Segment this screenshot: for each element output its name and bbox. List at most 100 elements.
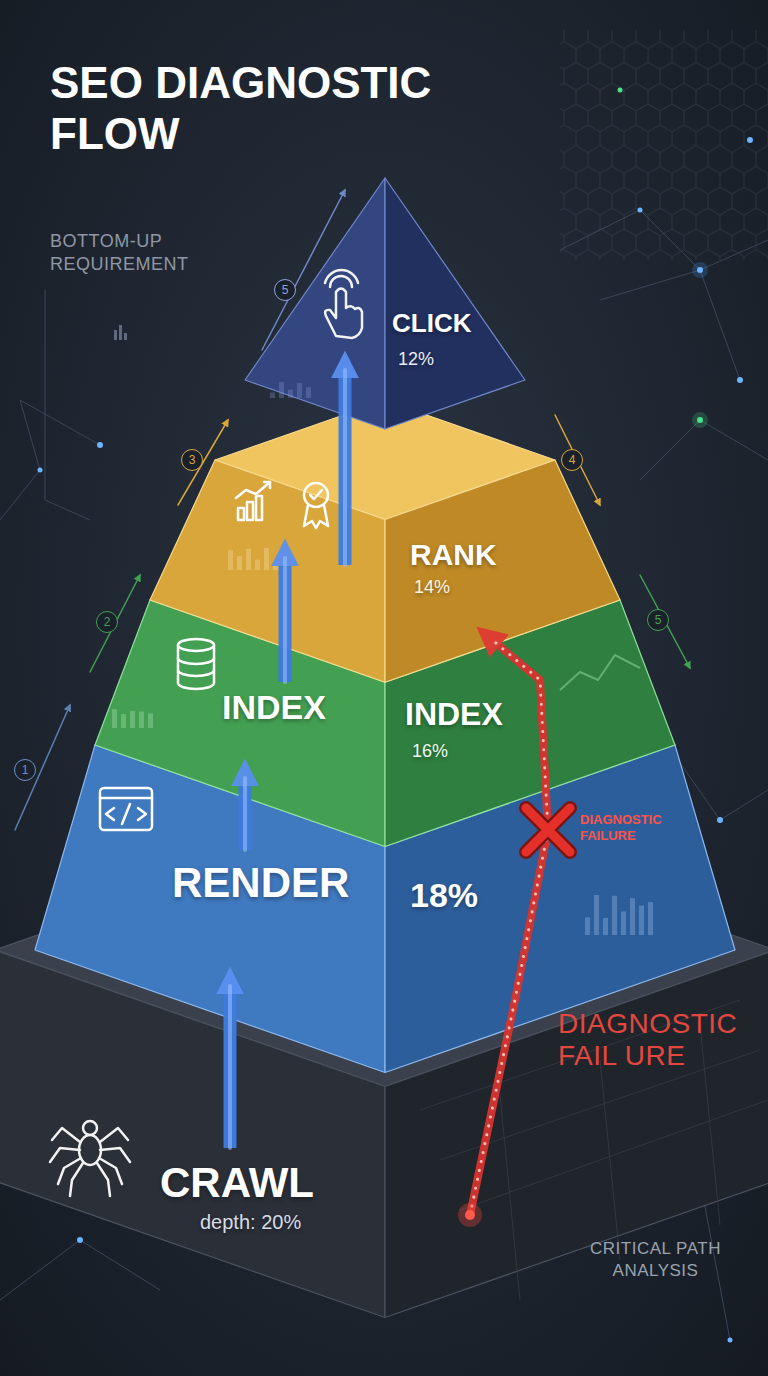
network-dots bbox=[38, 468, 43, 473]
edge-group bbox=[245, 778, 246, 850]
layer-name: RANK bbox=[410, 540, 497, 570]
label-slot: BOTTOM-UP REQUIREMENT bbox=[50, 230, 235, 277]
face-bar bbox=[273, 561, 278, 570]
spider-icon bbox=[50, 1128, 130, 1196]
title: SEO DIAGNOSTIC FLOW bbox=[50, 58, 490, 159]
rank-icons bbox=[304, 483, 328, 507]
arrow-highlight bbox=[228, 986, 232, 1148]
layer-percent: 16% bbox=[412, 742, 448, 760]
callout-leaders bbox=[15, 705, 70, 830]
network-dots bbox=[692, 412, 708, 428]
failure-x bbox=[526, 808, 570, 852]
code-icon bbox=[100, 788, 152, 830]
face-bar bbox=[139, 712, 144, 728]
failure-arrow bbox=[470, 640, 548, 1215]
layer-face bbox=[245, 178, 385, 429]
network-dots bbox=[97, 442, 103, 448]
spider-icon bbox=[50, 1121, 130, 1196]
failure-callout: DIAGNOSTIC FAIL URE bbox=[558, 1008, 763, 1072]
edge-group bbox=[230, 986, 231, 1148]
edge-label: DIAGNOSTIC FAILURE bbox=[580, 812, 692, 843]
click-icon bbox=[325, 270, 362, 338]
callout-number: 5 bbox=[655, 614, 662, 626]
text-slot: RENDER bbox=[172, 862, 349, 904]
face-bar bbox=[612, 896, 617, 935]
rank-icons bbox=[304, 505, 316, 528]
callout-leaders bbox=[640, 575, 690, 668]
network-dots bbox=[692, 262, 708, 278]
callout-number: 2 bbox=[104, 616, 111, 628]
face-bar bbox=[148, 713, 153, 728]
edge-group bbox=[345, 370, 346, 565]
text-slot: INDEX bbox=[222, 690, 326, 724]
rank-icons bbox=[256, 496, 262, 520]
network-lines bbox=[0, 1240, 160, 1300]
face-bar bbox=[112, 709, 117, 728]
face-bar bbox=[237, 556, 242, 570]
database-icon bbox=[178, 670, 214, 676]
callout-number: 3 bbox=[189, 454, 196, 466]
layer-name: CRAWL bbox=[160, 1162, 314, 1204]
layer-icon bbox=[100, 788, 152, 830]
face-bar bbox=[255, 560, 260, 570]
layer-shape bbox=[243, 176, 527, 431]
network-lines bbox=[640, 420, 768, 480]
rank-icons bbox=[236, 482, 270, 498]
text-slot: 12% bbox=[398, 350, 434, 368]
tiny-bars bbox=[114, 330, 117, 340]
failure-x bbox=[526, 808, 570, 852]
network-dots bbox=[737, 377, 743, 383]
network-dots bbox=[697, 417, 703, 423]
arrow-highlight bbox=[343, 370, 347, 565]
code-icon bbox=[122, 804, 130, 824]
code-icon bbox=[100, 788, 152, 830]
callout-circle: 3 bbox=[181, 449, 203, 471]
click-icon bbox=[325, 270, 358, 283]
face-bar bbox=[603, 918, 608, 935]
face-bar bbox=[130, 711, 135, 728]
network-lines bbox=[600, 270, 740, 380]
side-note: BOTTOM-UP REQUIREMENT bbox=[50, 230, 235, 277]
face-bar bbox=[594, 895, 599, 935]
face-bar bbox=[246, 549, 251, 570]
label-slot: DIAGNOSTIC FAIL URE bbox=[558, 1008, 763, 1072]
rank-icons bbox=[238, 508, 244, 520]
click-icon bbox=[330, 276, 352, 287]
layer-percent: 14% bbox=[414, 578, 450, 596]
arrow-dots bbox=[470, 640, 548, 1215]
layer-name: RENDER bbox=[172, 862, 349, 904]
face-bar bbox=[639, 906, 644, 935]
label-slot: CRITICAL PATH ANALYSIS bbox=[568, 1238, 743, 1282]
face-bar bbox=[297, 383, 302, 398]
face-bar bbox=[621, 911, 626, 935]
rank-icons bbox=[264, 482, 270, 488]
text-slot: CRAWL bbox=[160, 1162, 314, 1204]
spider-icon bbox=[83, 1121, 97, 1135]
layer-shape bbox=[150, 401, 620, 683]
flow-arrow bbox=[279, 558, 292, 682]
network-lines bbox=[45, 290, 90, 520]
layer-percent: 18% bbox=[410, 878, 478, 912]
network-dots bbox=[638, 208, 643, 213]
layer-name: INDEX bbox=[222, 690, 326, 724]
callout-circle: 1 bbox=[14, 759, 36, 781]
start-glow bbox=[458, 1203, 482, 1227]
face-bar bbox=[228, 550, 233, 570]
database-icon bbox=[178, 639, 214, 689]
network-dots bbox=[697, 267, 703, 273]
layer-face bbox=[385, 178, 525, 429]
rank-icons bbox=[310, 490, 322, 499]
database-icon bbox=[178, 658, 214, 664]
callout-number: 1 bbox=[22, 764, 29, 776]
database-icon bbox=[178, 639, 214, 651]
code-icon bbox=[100, 797, 152, 800]
flow-arrow bbox=[239, 778, 252, 850]
face-bar bbox=[270, 392, 275, 398]
text-slot: depth: 20% bbox=[200, 1212, 301, 1232]
text-slot: 16% bbox=[412, 742, 448, 760]
callout-circle: 5 bbox=[274, 279, 296, 301]
layer-shape bbox=[148, 398, 622, 685]
text-slot: 18% bbox=[410, 878, 478, 912]
